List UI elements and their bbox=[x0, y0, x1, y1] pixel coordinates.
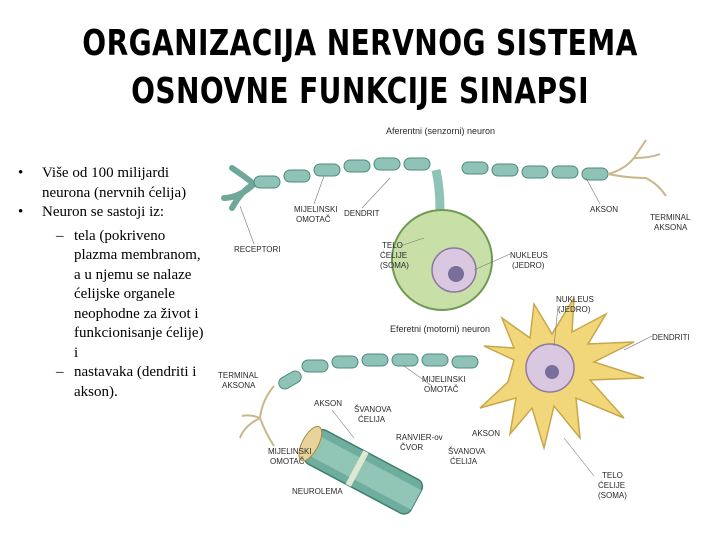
svanova-label-b: ĆELIJA bbox=[358, 415, 386, 424]
svanova2-label-a: ŠVANOVA bbox=[448, 447, 486, 456]
mijelinski2-label-b: OMOTAČ bbox=[424, 385, 459, 394]
telo-label-c: (SOMA) bbox=[380, 261, 409, 270]
telo2-label-a: TELO bbox=[602, 471, 623, 480]
bullet-item: • Neuron se sastoji iz: bbox=[18, 203, 208, 223]
nukleus-label-b: (JEDRO) bbox=[512, 261, 545, 270]
terminal-label-b: AKSONA bbox=[654, 223, 688, 232]
sub-bullet-text: tela (pokriveno plazma membranom, a u nj… bbox=[74, 228, 204, 361]
telo2-label-b: ĆELIJE bbox=[598, 481, 625, 490]
mijelinski3-label-a: MIJELINSKI bbox=[268, 447, 312, 456]
bullet-list: • Više od 100 milijardi neurona (nervnih… bbox=[18, 164, 208, 402]
mijelinski2-label-a: MIJELINSKI bbox=[422, 375, 466, 384]
afferent-neuron-label: Aferentni (senzorni) neuron bbox=[386, 126, 495, 136]
dash-icon: – bbox=[56, 227, 64, 247]
neuron-illustration: Aferentni (senzorni) neuron RECEPTORI MI… bbox=[214, 118, 706, 528]
svanova2-label-b: ĆELIJA bbox=[450, 457, 478, 466]
akson2-label: AKSON bbox=[314, 399, 342, 408]
dash-icon: – bbox=[56, 363, 64, 383]
telo-label-a: TELO bbox=[382, 241, 403, 250]
dendrit-label: DENDRIT bbox=[344, 209, 380, 218]
ranvier-label-a: RANVIER-ov bbox=[396, 433, 443, 442]
bullet-dot-icon: • bbox=[18, 164, 23, 184]
sub-bullet-item: – nastavaka (dendriti i akson). bbox=[18, 363, 208, 402]
bullet-dot-icon: • bbox=[18, 203, 23, 223]
nukleus2-label-b: (JEDRO) bbox=[558, 305, 591, 314]
svanova-label-a: ŠVANOVA bbox=[354, 405, 392, 414]
terminal2-label-a: TERMINAL bbox=[218, 371, 259, 380]
nukleus-label-a: NUKLEUS bbox=[510, 251, 548, 260]
mijelinski-label-a: MIJELINSKI bbox=[294, 205, 338, 214]
nukleus2-label-a: NUKLEUS bbox=[556, 295, 594, 304]
terminal2-label-b: AKSONA bbox=[222, 381, 256, 390]
akson3-label: AKSON bbox=[472, 429, 500, 438]
dendriti-label: DENDRITI bbox=[652, 333, 690, 342]
bullet-text: Više od 100 milijardi neurona (nervnih ć… bbox=[42, 165, 186, 201]
slide-title-line2: OSNOVNE FUNKCIJE SINAPSI bbox=[79, 74, 641, 110]
sub-bullet-text: nastavaka (dendriti i akson). bbox=[74, 364, 196, 400]
neurolema-label: NEUROLEMA bbox=[292, 487, 343, 496]
ranvier-label-b: ČVOR bbox=[400, 443, 423, 452]
sub-bullet-item: – tela (pokriveno plazma membranom, a u … bbox=[18, 227, 208, 364]
mijelinski3-label-b: OMOTAČ bbox=[270, 457, 305, 466]
mijelinski-label-b: OMOTAČ bbox=[296, 215, 331, 224]
efferent-neuron-label: Eferetni (motorni) neuron bbox=[390, 324, 490, 334]
akson-label: AKSON bbox=[590, 205, 618, 214]
bullet-text: Neuron se sastoji iz: bbox=[42, 204, 164, 220]
afferent-neuron bbox=[224, 140, 666, 310]
terminal-label-a: TERMINAL bbox=[650, 213, 691, 222]
slide-title-line1: ORGANIZACIJA NERVNOG SISTEMA bbox=[79, 26, 641, 62]
receptori-label: RECEPTORI bbox=[234, 245, 281, 254]
telo-label-b: ĆELIJE bbox=[380, 251, 407, 260]
bullet-item: • Više od 100 milijardi neurona (nervnih… bbox=[18, 164, 208, 203]
telo2-label-c: (SOMA) bbox=[598, 491, 627, 500]
